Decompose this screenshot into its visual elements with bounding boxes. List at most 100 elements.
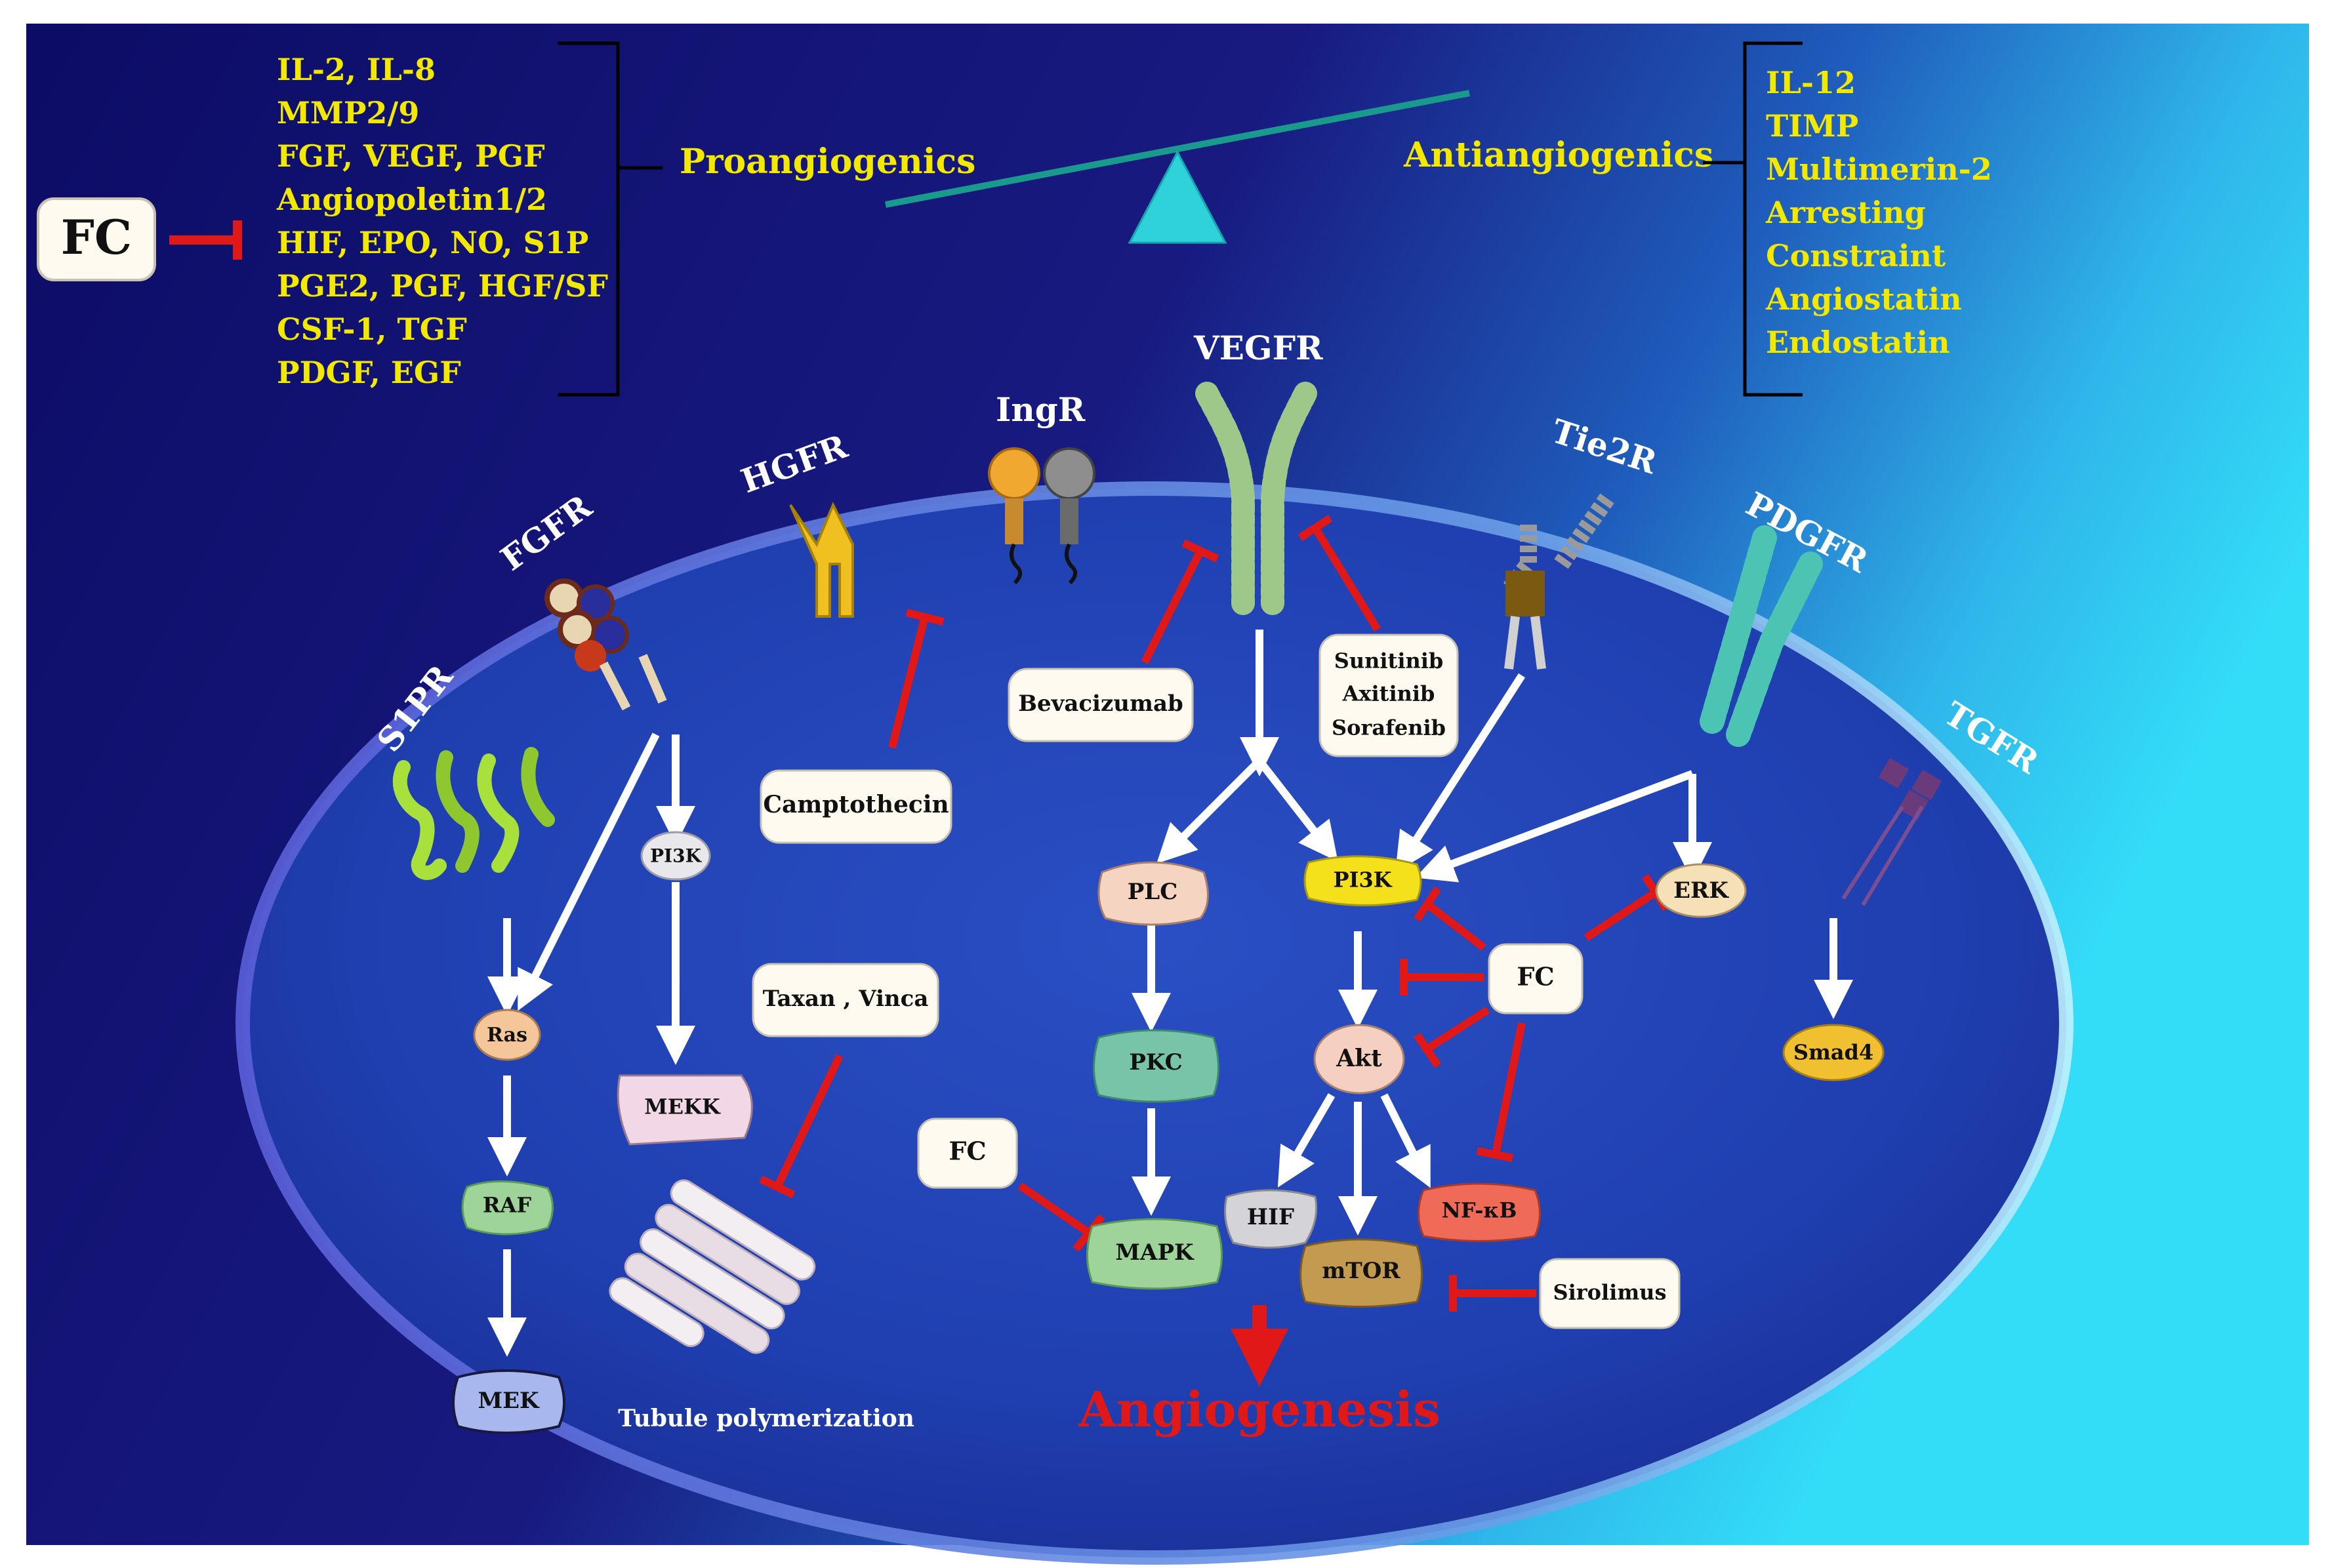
node-erk-label: ERK <box>1673 877 1729 904</box>
node-mek: MEK <box>452 1369 565 1434</box>
node-erk: ERK <box>1655 863 1747 918</box>
node-pi3k-left-label: PI3K <box>650 845 703 867</box>
drug-bevacizumab-label: Bevacizumab <box>1018 691 1183 717</box>
inhibit-bar <box>905 609 945 626</box>
anti-factor: Arresting <box>1765 195 1926 230</box>
pro-factor: CSF-1, TGF <box>277 312 467 347</box>
activation-arrows <box>487 630 1853 1357</box>
inhibit-bar <box>1414 1032 1441 1068</box>
node-hif-label: HIF <box>1247 1204 1294 1230</box>
antiangiogenic-factor-list: IL-12 TIMP Multimerin-2 Arresting Constr… <box>1765 65 1992 360</box>
pdgfr-receptor-icon <box>1700 525 1823 747</box>
drug-axitinib-label: Axitinib <box>1342 681 1435 706</box>
fc-main-box <box>37 197 156 281</box>
inhibit-fc-akt <box>1424 1006 1490 1053</box>
drug-fc-center: FC <box>1488 943 1584 1015</box>
node-pi3k-center: PI3K <box>1303 855 1422 907</box>
inhibit-bar <box>1181 539 1219 563</box>
node-nfkb-label: NF-κB <box>1442 1198 1517 1223</box>
node-akt: Akt <box>1313 1024 1405 1095</box>
inhibit-bar <box>1476 1147 1514 1162</box>
balance-fulcrum <box>1128 150 1227 244</box>
node-raf-label: RAF <box>483 1193 531 1218</box>
fgfr-receptor-icon <box>544 578 667 711</box>
inhibit-fc-nfkb <box>1492 1022 1526 1156</box>
angiogenesis-label: Angiogenesis <box>1078 1382 1441 1438</box>
node-mtor: mTOR <box>1299 1238 1423 1308</box>
node-smad4-label: Smad4 <box>1793 1040 1873 1065</box>
inhibit-fc-mapk <box>1017 1182 1092 1236</box>
node-pi3k-left: PI3K <box>640 831 711 881</box>
node-pkc: PKC <box>1093 1029 1219 1103</box>
inhibit-fc-erk <box>1584 888 1659 942</box>
node-mapk: MAPK <box>1086 1218 1223 1290</box>
node-mek-label: MEK <box>478 1388 540 1414</box>
pro-factor: HIF, EPO, NO, S1P <box>277 225 588 260</box>
fc-main-label: FC <box>61 209 132 265</box>
drug-camptothecin: Camptothecin <box>760 769 952 844</box>
node-mekk-label: MEKK <box>644 1095 721 1119</box>
node-nfkb: NF-κB <box>1418 1182 1541 1242</box>
drug-camptothecin-label: Camptothecin <box>763 791 949 818</box>
anti-factor: Angiostatin <box>1765 281 1962 317</box>
drug-bevacizumab: Bevacizumab <box>1008 668 1194 742</box>
drug-fc-left: FC <box>917 1117 1018 1189</box>
balance-beam <box>885 90 1470 208</box>
drug-sirolimus: Sirolimus <box>1539 1258 1681 1329</box>
node-mapk-label: MAPK <box>1115 1239 1195 1266</box>
microtubule-icon <box>609 1179 816 1354</box>
drug-taxane-vinca: Taxan , Vinca <box>752 963 939 1037</box>
pro-factor: MMP2/9 <box>277 95 419 131</box>
anti-factor: TIMP <box>1766 108 1858 144</box>
pro-factor: PDGF, EGF <box>277 355 461 390</box>
arrow-fgfr-ras <box>518 733 660 1011</box>
s1pr-receptor-icon <box>392 747 555 880</box>
vegfr-label: VEGFR <box>1193 329 1323 367</box>
pro-factor: FGF, VEGF, PGF <box>277 138 545 174</box>
tie2r-receptor-icon <box>1502 493 1614 670</box>
node-plc: PLC <box>1097 861 1209 926</box>
node-mekk: MEKK <box>617 1074 753 1146</box>
inhibit-camptothecin-hgfr <box>888 615 929 749</box>
node-ras: Ras <box>473 1009 541 1061</box>
inhibit-taxane-tubule <box>773 1054 844 1189</box>
drug-sunitinib-label: Sunitinib <box>1334 649 1444 673</box>
node-mtor-label: mTOR <box>1322 1258 1400 1284</box>
inhibit-tki-vegfr <box>1311 525 1381 632</box>
inhibit-fc-pi3k <box>1424 900 1486 951</box>
pro-factor: IL-2, IL-8 <box>277 52 436 87</box>
pro-factor: Angiopoletin1/2 <box>276 182 547 217</box>
anti-factor: IL-12 <box>1766 65 1856 100</box>
arrow-akt-hif <box>1277 1093 1336 1188</box>
node-smad4: Smad4 <box>1782 1024 1885 1081</box>
node-plc-label: PLC <box>1128 879 1178 905</box>
inhibit-bar <box>1414 886 1441 922</box>
inhibit-bar <box>1298 514 1333 542</box>
tgfr-receptor-icon <box>1841 757 1942 906</box>
antiangiogenics-label: Antiangiogenics <box>1403 135 1713 175</box>
inhibitory-edges <box>759 514 1670 1312</box>
tubule-label: Tubule polymerization <box>618 1405 914 1432</box>
vegfr-receptor-icon <box>1195 382 1317 615</box>
node-hif: HIF <box>1224 1189 1318 1249</box>
drug-tki-group: Sunitinib Axitinib Sorafenib <box>1318 633 1459 757</box>
drug-fc-center-label: FC <box>1517 962 1554 992</box>
inhibit-bar <box>759 1175 796 1199</box>
ingr-label: IngR <box>996 390 1086 429</box>
proangiogenic-factor-list: IL-2, IL-8 MMP2/9 FGF, VEGF, PGF Angiopo… <box>276 52 608 390</box>
drug-sirolimus-label: Sirolimus <box>1553 1280 1667 1305</box>
pro-factor: PGE2, PGF, HGF/SF <box>277 268 608 304</box>
anti-factor: Constraint <box>1766 238 1946 273</box>
drug-fc-left-label: FC <box>949 1136 986 1166</box>
node-ras-label: Ras <box>487 1024 527 1047</box>
node-raf: RAF <box>461 1180 554 1236</box>
node-akt-label: Akt <box>1336 1045 1382 1072</box>
arrow-tie2r-pi3k <box>1395 673 1526 873</box>
arrow-akt-nfkb <box>1380 1093 1431 1188</box>
inhibit-bar <box>1073 1214 1105 1252</box>
pro-bracket <box>558 41 620 397</box>
anti-factor: Endostatin <box>1766 325 1950 360</box>
arrow-vegfr-plc <box>1156 757 1263 864</box>
anti-bracket <box>1743 41 1803 397</box>
